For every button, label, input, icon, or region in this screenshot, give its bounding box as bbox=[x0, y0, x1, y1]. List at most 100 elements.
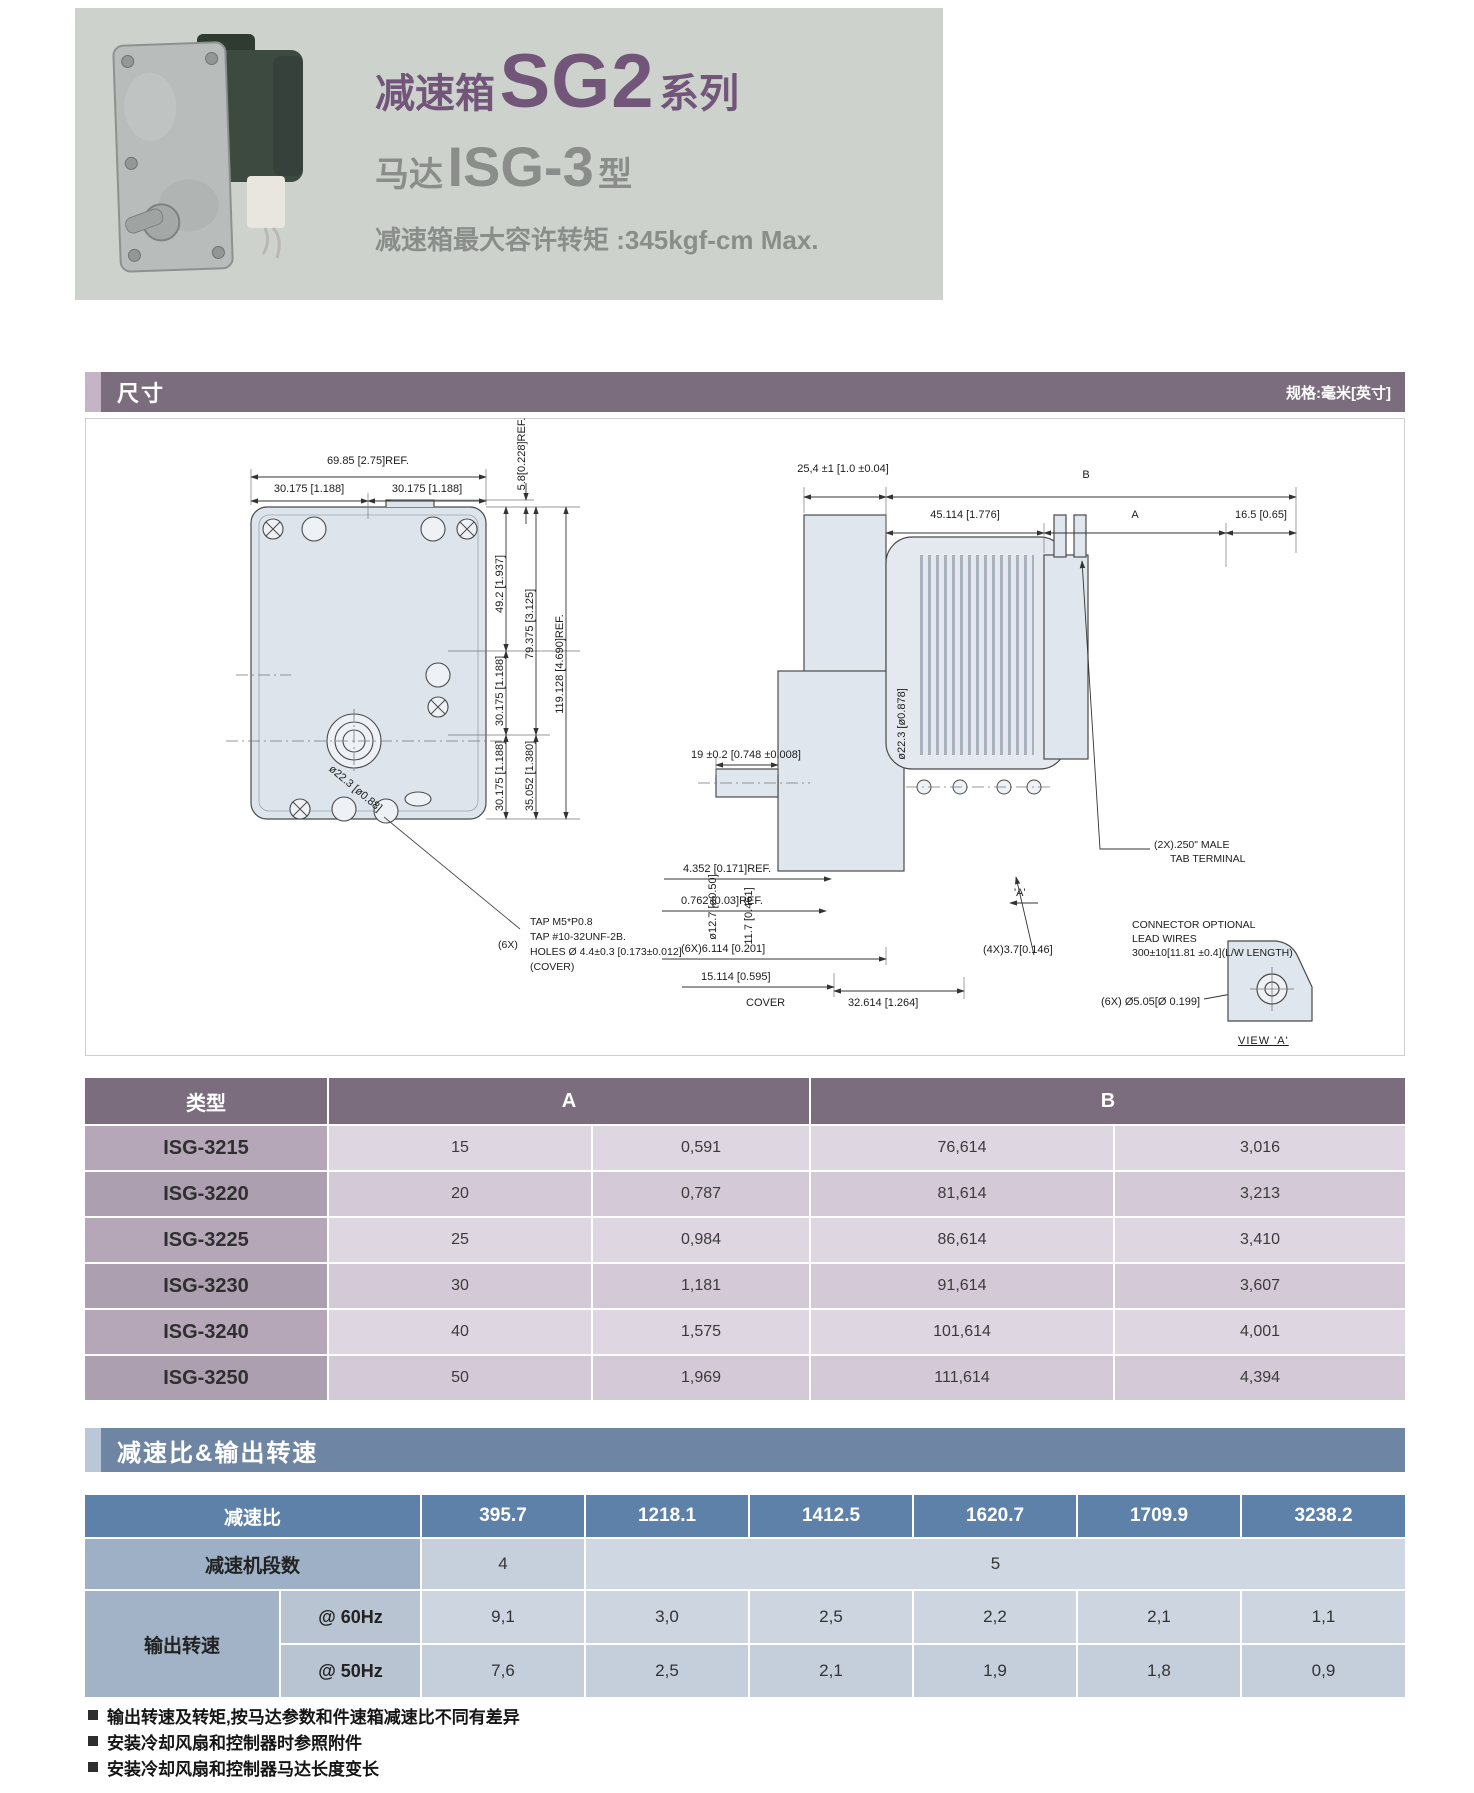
label-cover: COVER bbox=[746, 997, 786, 1009]
subtitle-suffix: 型 bbox=[598, 156, 633, 194]
section-title-ratio: 减速比&输出转速 bbox=[117, 1439, 319, 1467]
output-speed-rows: 输出转速 @ 60Hz 9,1 3,0 2,5 2,2 2,1 1,1 @ 50… bbox=[85, 1591, 1405, 1697]
product-title: 减速箱 SG2 系列 bbox=[375, 38, 739, 125]
type-table-header: 类型 A B bbox=[85, 1078, 1405, 1124]
table-row: ISG-3225 25 0,984 86,614 3,410 bbox=[85, 1218, 1405, 1262]
dim-front-half-left: 30.175 [1.188] bbox=[273, 483, 345, 495]
type-cell: ISG-3215 bbox=[85, 1126, 329, 1170]
section-bar-dimensions: 尺寸 规格:毫米[英寸] bbox=[85, 372, 1405, 412]
col-header-b: B bbox=[1100, 1089, 1116, 1112]
b-mm-cell: 101,614 bbox=[811, 1310, 1115, 1354]
stages-row: 减速机段数 4 5 bbox=[85, 1539, 1405, 1589]
unit-note: 规格:毫米[英寸] bbox=[1286, 384, 1391, 402]
footnote: 输出转速及转矩,按马达参数和件速箱减速比不同有差异 bbox=[88, 1702, 520, 1728]
connector-note-line1: CONNECTOR OPTIONAL bbox=[1132, 919, 1256, 931]
type-dimension-table: 类型 A B ISG-3215 15 0,591 76,614 3,016 IS… bbox=[85, 1078, 1405, 1400]
b-mm-cell: 86,614 bbox=[811, 1218, 1115, 1262]
speed-value: 0,9 bbox=[1242, 1645, 1405, 1697]
dim-side-15114: 15.114 [0.595] bbox=[701, 971, 771, 983]
type-cell: ISG-3220 bbox=[85, 1172, 329, 1216]
col-header-a: A bbox=[329, 1078, 811, 1124]
max-torque-line: 减速箱最大容许转矩 :345kgf-cm Max. bbox=[375, 225, 819, 255]
a-in-cell: 0,591 bbox=[593, 1126, 811, 1170]
a-in-cell: 1,969 bbox=[593, 1356, 811, 1400]
type-cell: ISG-3240 bbox=[85, 1310, 329, 1354]
b-in-cell: 4,394 bbox=[1115, 1356, 1405, 1400]
speed-value: 1,1 bbox=[1242, 1591, 1405, 1643]
dim-side-hub-dia: ø22.3 [ø0.878] bbox=[896, 688, 908, 760]
speed-value: 9,1 bbox=[422, 1591, 586, 1643]
bullet-square-icon bbox=[88, 1736, 98, 1746]
ratio-value: 1709.9 bbox=[1078, 1495, 1242, 1537]
a-in-cell: 0,984 bbox=[593, 1218, 811, 1262]
b-in-cell: 3,607 bbox=[1115, 1264, 1405, 1308]
connector-note-line3: 300±10[11.81 ±0.4](L/W LENGTH) bbox=[1132, 947, 1293, 959]
footnote-text: 输出转速及转矩,按马达参数和件速箱减速比不同有差异 bbox=[107, 1707, 520, 1727]
speed-value: 2,2 bbox=[914, 1591, 1078, 1643]
a-in-cell: 1,181 bbox=[593, 1264, 811, 1308]
tab-terminal-line2: TAB TERMINAL bbox=[1170, 853, 1246, 865]
dim-front-total-width: 69.85 [2.75]REF. bbox=[327, 455, 409, 467]
section-accent bbox=[85, 372, 101, 412]
dim-side-37: (4X)3.7[0.146] bbox=[983, 944, 1053, 956]
title-series: SG2 bbox=[499, 39, 655, 124]
stages-label: 减速机段数 bbox=[85, 1539, 422, 1589]
row-50hz: @ 50Hz 7,6 2,5 2,1 1,9 1,8 0,9 bbox=[281, 1645, 1405, 1697]
dim-front-h2: 79.375 [3.125] bbox=[524, 588, 536, 660]
dim-front-h5: 35.052 [1.380] bbox=[524, 740, 536, 812]
a-mm-cell: 20 bbox=[329, 1172, 593, 1216]
ratio-value: 1620.7 bbox=[914, 1495, 1078, 1537]
subtitle-prefix: 马达 bbox=[375, 156, 443, 194]
b-in-cell: 3,016 bbox=[1115, 1126, 1405, 1170]
table-row: ISG-3220 20 0,787 81,614 3,213 bbox=[85, 1172, 1405, 1216]
b-in-cell: 4,001 bbox=[1115, 1310, 1405, 1354]
ratio-value: 395.7 bbox=[422, 1495, 586, 1537]
a-in-cell: 0,787 bbox=[593, 1172, 811, 1216]
col-header-type: 类型 bbox=[85, 1078, 329, 1124]
a-mm-cell: 30 bbox=[329, 1264, 593, 1308]
a-mm-cell: 15 bbox=[329, 1126, 593, 1170]
tap-note-line3: HOLES Ø 4.4±0.3 [0.173±0.012] bbox=[530, 946, 682, 958]
output-speed-label: 输出转速 bbox=[85, 1591, 281, 1697]
arrow-a-label: 'A' bbox=[1014, 887, 1026, 899]
dim-side-shaft-len: 19 ±0.2 [0.748 ±0.008] bbox=[691, 749, 801, 761]
speed-value: 2,5 bbox=[586, 1645, 750, 1697]
tap-note-qty: (6X) bbox=[498, 939, 518, 951]
dimension-drawing: 69.85 [2.75]REF. 30.175 [1.188] 30.175 [… bbox=[85, 418, 1405, 1056]
row-60hz: @ 60Hz 9,1 3,0 2,5 2,2 2,1 1,1 bbox=[281, 1591, 1405, 1643]
ratio-col-label: 减速比 bbox=[85, 1495, 422, 1537]
stages-value-4: 4 bbox=[422, 1539, 586, 1589]
speed-value: 3,0 bbox=[586, 1591, 750, 1643]
footnote: 安装冷却风扇和控制器时参照附件 bbox=[88, 1728, 520, 1754]
footnote: 安装冷却风扇和控制器马达长度变长 bbox=[88, 1754, 520, 1780]
freq-label-60hz: @ 60Hz bbox=[281, 1591, 422, 1643]
dim-side-505: (6X) Ø5.05[Ø 0.199] bbox=[1101, 996, 1201, 1008]
connector-note-line2: LEAD WIRES bbox=[1132, 933, 1197, 945]
product-photo bbox=[112, 34, 303, 273]
a-in-cell: 1,575 bbox=[593, 1310, 811, 1354]
dim-side-depth: 25,4 ±1 [1.0 ±0.04] bbox=[797, 463, 889, 475]
tap-note-line1: TAP M5*P0.8 bbox=[530, 916, 593, 928]
drawing-linework bbox=[226, 469, 1313, 1022]
table-row: ISG-3240 40 1,575 101,614 4,001 bbox=[85, 1310, 1405, 1354]
ratio-value: 1218.1 bbox=[586, 1495, 750, 1537]
ratio-value: 3238.2 bbox=[1294, 1505, 1353, 1526]
type-cell: ISG-3230 bbox=[85, 1264, 329, 1308]
subtitle-model: ISG-3 bbox=[447, 135, 594, 198]
table-row: ISG-3230 30 1,181 91,614 3,607 bbox=[85, 1264, 1405, 1308]
dim-front-h4: 30.175 [1.188] bbox=[494, 740, 506, 812]
speed-value: 7,6 bbox=[422, 1645, 586, 1697]
dim-front-h1: 49.2 [1.937] bbox=[494, 554, 506, 614]
tab-terminal-line1: (2X).250" MALE bbox=[1154, 839, 1230, 851]
section-title-dimensions: 尺寸 bbox=[117, 381, 166, 406]
stages-value-5: 5 bbox=[586, 1539, 1405, 1589]
speed-value: 2,1 bbox=[1078, 1591, 1242, 1643]
b-mm-cell: 91,614 bbox=[811, 1264, 1115, 1308]
footnote-text: 安装冷却风扇和控制器时参照附件 bbox=[107, 1733, 362, 1753]
dim-side-45: 45.114 [1.776] bbox=[930, 509, 1000, 521]
footnotes: 输出转速及转矩,按马达参数和件速箱减速比不同有差异 安装冷却风扇和控制器时参照附… bbox=[88, 1702, 520, 1780]
tap-note-line4: (COVER) bbox=[530, 961, 575, 973]
title-prefix: 减速箱 bbox=[375, 72, 495, 116]
dim-front-total-height: 119.128 [4.690]REF. bbox=[554, 614, 566, 714]
dim-front-top-ref: 5.8[0.228]REF. bbox=[516, 417, 528, 491]
